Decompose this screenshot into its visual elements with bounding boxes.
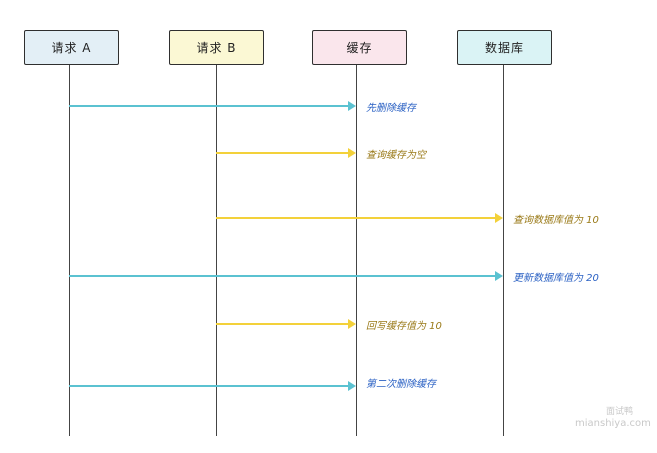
actor-request-a: 请求 A: [24, 30, 119, 65]
lifeline-database: [503, 65, 504, 436]
arrow-head-icon: [495, 213, 503, 223]
actor-label: 数据库: [484, 41, 524, 55]
watermark-url: mianshiya.com: [575, 418, 651, 429]
arrow-head-icon: [348, 101, 356, 111]
actor-label: 请求 A: [51, 41, 92, 55]
message-label: 回写缓存值为 10: [366, 321, 442, 332]
actor-label: 缓存: [346, 41, 373, 55]
actor-request-b: 请求 B: [169, 30, 264, 65]
lifeline-request-a: [69, 65, 70, 436]
arrow-head-icon: [348, 381, 356, 391]
watermark-title: 面试鸭: [606, 407, 634, 417]
actor-database: 数据库: [457, 30, 552, 65]
lifeline-cache: [356, 65, 357, 436]
message-label: 更新数据库值为 20: [513, 273, 599, 284]
message-label: 先删除缓存: [366, 103, 416, 114]
actor-label: 请求 B: [196, 41, 237, 55]
arrow-head-icon: [348, 319, 356, 329]
message-label: 第二次删除缓存: [366, 379, 436, 390]
arrow-head-icon: [495, 271, 503, 281]
message-label: 查询缓存为空: [366, 150, 426, 161]
arrow-head-icon: [348, 148, 356, 158]
lifeline-request-b: [216, 65, 217, 436]
message-label: 查询数据库值为 10: [513, 215, 599, 226]
actor-cache: 缓存: [312, 30, 407, 65]
